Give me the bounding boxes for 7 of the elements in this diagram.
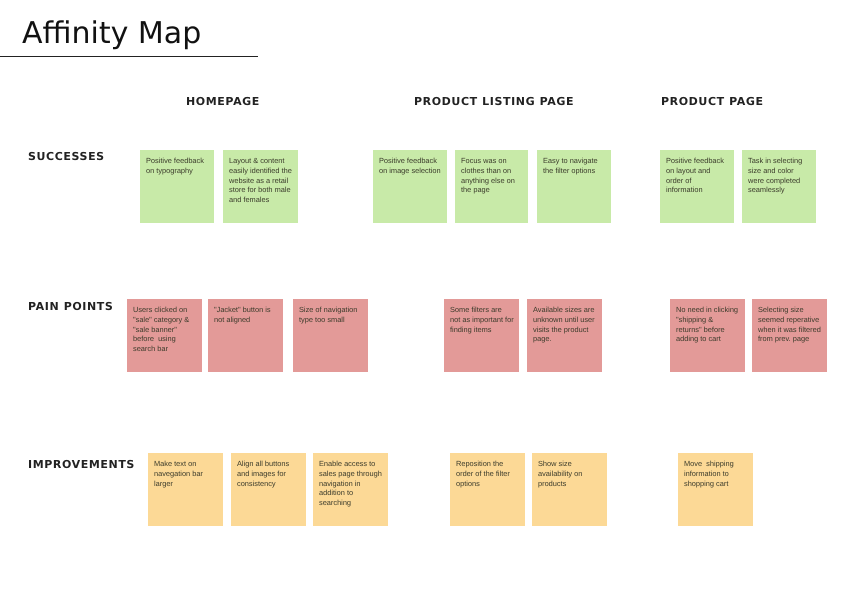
row-heading: PAIN POINTS bbox=[28, 300, 114, 313]
title: Affinity Map bbox=[22, 15, 202, 53]
column-heading: PRODUCT LISTING PAGE bbox=[414, 95, 574, 108]
column-heading: HOMEPAGE bbox=[186, 95, 260, 108]
row-heading: IMPROVEMENTS bbox=[28, 458, 135, 471]
column-heading: PRODUCT PAGE bbox=[661, 95, 764, 108]
row-heading: SUCCESSES bbox=[28, 150, 105, 163]
